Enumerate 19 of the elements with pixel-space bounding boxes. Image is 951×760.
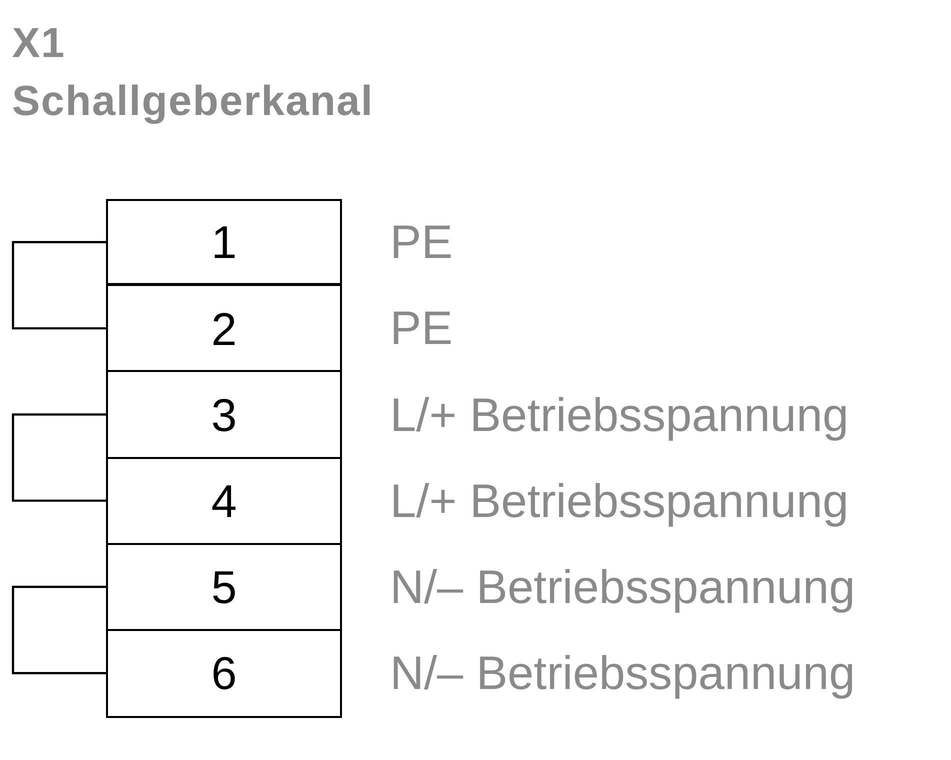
- title: X1 Schallgeberkanal: [12, 18, 374, 126]
- terminal-number: 6: [211, 646, 237, 700]
- terminal-label: PE: [390, 304, 453, 352]
- terminal-box: [106, 456, 342, 546]
- jumper-wire: [12, 241, 106, 330]
- terminal-label: PE: [390, 218, 453, 266]
- jumper-wire: [12, 586, 106, 674]
- terminal-box: [106, 284, 342, 373]
- terminal-number: 2: [211, 302, 237, 356]
- terminal-box: [106, 542, 342, 632]
- terminal-number: 1: [211, 215, 237, 270]
- terminal-box: [106, 199, 342, 286]
- terminal-box: [106, 370, 342, 460]
- terminal-box: [106, 629, 342, 718]
- jumper-wire: [12, 413, 106, 502]
- terminal-number: 5: [211, 560, 237, 614]
- terminal-number: 3: [211, 388, 237, 442]
- terminal-number: 4: [211, 474, 237, 528]
- terminal-label: N/– Betriebsspannung: [390, 649, 856, 696]
